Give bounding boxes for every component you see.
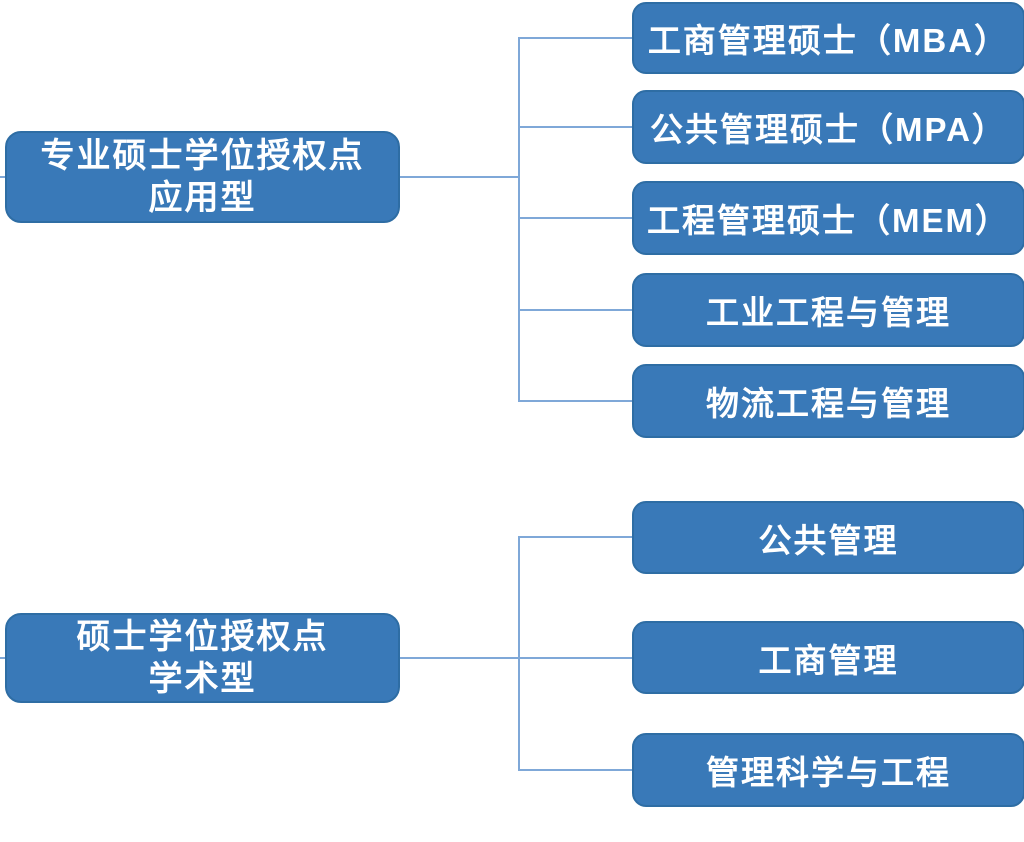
connector-line [518,37,520,402]
node-label-line2: 学术型 [148,660,257,698]
node-label: 工商管理 [758,641,899,679]
node-label: 工程管理硕士（MEM） [647,202,1010,239]
child-node-logistics-engineering: 物流工程与管理 [632,364,1024,438]
parent-node-academic: 硕士学位授权点 学术型 [5,613,400,703]
connector-line [400,657,518,659]
connector-line [400,176,518,178]
node-label: 管理科学与工程 [706,754,951,791]
child-node-management-science: 管理科学与工程 [632,733,1024,807]
connector-line [520,37,632,39]
child-node-industrial-engineering: 工业工程与管理 [632,273,1024,347]
node-label: 公共管理 [758,521,899,559]
child-node-mba: 工商管理硕士（MBA） [632,2,1024,74]
connector-line [520,309,632,311]
connector-line [520,126,632,128]
parent-node-professional: 专业硕士学位授权点 应用型 [5,131,400,223]
child-node-mem: 工程管理硕士（MEM） [632,181,1024,255]
connector-line [520,536,632,538]
node-label: 工业工程与管理 [706,294,951,331]
node-label: 工商管理硕士（MBA） [647,22,1010,59]
child-node-public-management: 公共管理 [632,501,1024,574]
connector-line [518,536,520,771]
child-node-mpa: 公共管理硕士（MPA） [632,90,1024,164]
node-label-line1: 硕士学位授权点 [76,618,329,656]
child-node-business-management: 工商管理 [632,621,1024,694]
node-label: 公共管理硕士（MPA） [650,111,1007,148]
node-label: 物流工程与管理 [706,385,951,422]
connector-line [520,769,632,771]
connector-line [0,176,5,178]
connector-line [0,657,5,659]
connector-line [520,217,632,219]
node-label-line2: 应用型 [148,179,257,217]
connector-line [520,400,632,402]
connector-line [520,657,632,659]
node-label-line1: 专业硕士学位授权点 [40,137,365,175]
